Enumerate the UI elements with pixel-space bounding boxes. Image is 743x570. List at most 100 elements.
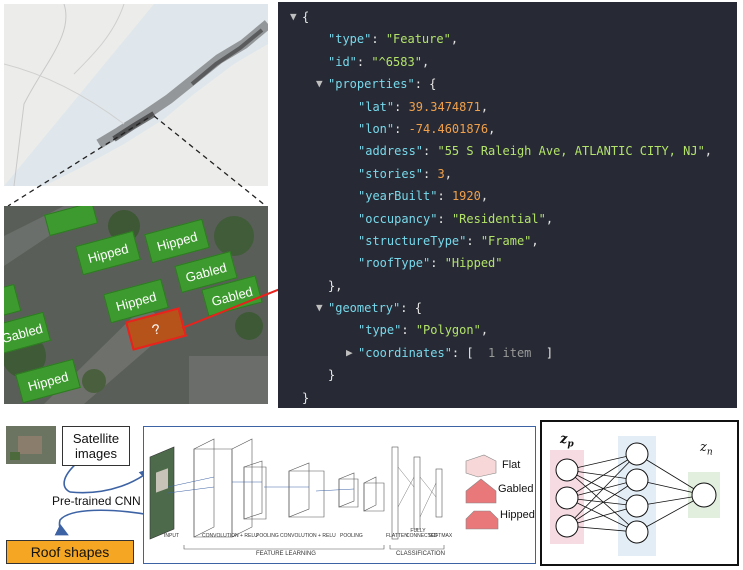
json-token: 1 item	[488, 345, 532, 360]
json-token: "occupancy"	[358, 211, 438, 226]
satellite-images-box: Satellite images	[62, 426, 130, 466]
json-line[interactable]: ▼ "properties": {	[278, 73, 737, 95]
json-token: : {	[414, 77, 437, 92]
json-token: "address"	[358, 144, 424, 159]
json-line: "stories": 3,	[278, 163, 737, 185]
map-graphic	[4, 4, 268, 186]
json-token: "Polygon"	[415, 323, 481, 338]
json-viewer: ▼{"type": "Feature","id": "^6583",▼"prop…	[278, 2, 737, 408]
json-token: {	[302, 10, 310, 24]
mlp-diagram: zp zn	[540, 420, 739, 566]
json-line[interactable]: ▶"coordinates": [ 1 item ]	[278, 342, 737, 364]
json-line: "yearBuilt": 1920,	[278, 185, 737, 207]
caption-input: INPUT	[164, 533, 179, 539]
json-token: },	[328, 278, 343, 293]
json-line: "address": "55 S Raleigh Ave, ATLANTIC C…	[278, 140, 737, 162]
caption-conv2: CONVOLUTION + RELU	[280, 533, 336, 539]
json-token: ,	[545, 211, 554, 226]
json-line: },	[278, 275, 737, 297]
json-token: }	[328, 368, 336, 383]
satellite-view: Hipped Hipped Gabled Hipped Gabled Gable…	[4, 206, 268, 404]
json-token: ]	[531, 345, 554, 360]
collapse-triangle-icon[interactable]: ▼	[316, 301, 323, 315]
caption-conv1: CONVOLUTION + RELU	[202, 533, 258, 539]
class-gabled: Gabled	[498, 483, 534, 495]
json-token: "roofType"	[358, 256, 431, 271]
collapse-triangle-icon[interactable]: ▼	[316, 77, 323, 91]
json-line: }	[278, 364, 737, 386]
json-line: }	[278, 387, 737, 409]
input-latent-label: zp	[560, 432, 574, 450]
collapse-triangle-icon[interactable]: ▼	[290, 10, 297, 23]
json-token: ,	[531, 233, 539, 248]
json-line: "lat": 39.3474871,	[278, 96, 737, 118]
json-token: "type"	[358, 323, 402, 338]
json-token: :	[356, 54, 372, 69]
json-token: "Hipped"	[444, 256, 503, 271]
json-token: :	[437, 189, 452, 204]
json-token: "type"	[328, 32, 372, 47]
json-token: ,	[421, 54, 430, 69]
json-line: "roofType": "Hipped"	[278, 252, 737, 274]
json-token: 3	[437, 166, 445, 181]
json-token: "Residential"	[451, 211, 546, 226]
json-token: "Feature"	[385, 32, 451, 47]
json-token: :	[423, 166, 438, 181]
json-token: "^6583"	[371, 54, 422, 69]
json-token: "geometry"	[328, 301, 401, 316]
json-line: "id": "^6583",	[278, 51, 737, 73]
json-token: "stories"	[358, 166, 424, 181]
json-token: :	[371, 32, 386, 47]
json-token: "structureType"	[358, 233, 467, 248]
expand-triangle-icon[interactable]: ▶	[346, 345, 353, 359]
roof-shapes-box: Roof shapes	[6, 540, 134, 564]
json-token: ,	[480, 323, 489, 338]
mlp-graphic	[550, 436, 720, 556]
input-latent-sub: p	[567, 439, 574, 450]
json-token: :	[394, 99, 409, 114]
output-latent-label: zn	[700, 440, 713, 458]
json-line: "lon": -74.4601876,	[278, 118, 737, 140]
caption-flatten: FLATTEN	[386, 533, 408, 539]
json-token: ,	[480, 99, 489, 114]
json-token: ,	[450, 32, 459, 47]
json-token: "id"	[328, 54, 357, 69]
json-token: ,	[704, 144, 713, 159]
json-token: :	[394, 121, 409, 136]
json-token: "Frame"	[480, 233, 532, 248]
json-line[interactable]: ▼{	[278, 6, 737, 28]
json-token: "55 S Raleigh Ave, ATLANTIC CITY, NJ"	[437, 144, 705, 159]
caption-feature: FEATURE LEARNING	[256, 551, 316, 557]
caption-fc: FULLY CONNECTED	[406, 528, 438, 539]
json-token: "lat"	[358, 99, 395, 114]
json-token: : {	[400, 301, 422, 316]
json-token: "yearBuilt"	[358, 189, 438, 204]
json-token: :	[430, 256, 445, 271]
json-token: :	[423, 144, 438, 159]
json-token: :	[401, 323, 416, 338]
json-line: "occupancy": "Residential",	[278, 208, 737, 230]
input-latent-symbol: z	[560, 432, 568, 447]
output-latent-sub: n	[706, 447, 713, 458]
cnn-graphic	[149, 438, 499, 550]
json-line: "structureType": "Frame",	[278, 230, 737, 252]
json-token: :	[466, 233, 481, 248]
overview-map	[4, 4, 268, 186]
json-token: 39.3474871	[408, 99, 481, 114]
json-token: :	[437, 211, 452, 226]
json-token: 1920	[451, 189, 481, 204]
cnn-diagram: INPUT CONVOLUTION + RELU POOLING CONVOLU…	[143, 426, 536, 564]
output-latent-symbol: z	[700, 440, 707, 455]
json-token: ,	[488, 121, 496, 136]
json-line: "type": "Polygon",	[278, 319, 737, 341]
json-token: ,	[444, 166, 452, 181]
json-token: -74.4601876	[408, 121, 489, 136]
json-line: "type": "Feature",	[278, 28, 737, 50]
class-flat: Flat	[502, 459, 521, 471]
json-line[interactable]: ▼ "geometry": {	[278, 297, 737, 319]
house-thumbnail	[6, 426, 56, 464]
class-hipped: Hipped	[500, 509, 535, 521]
json-token: "properties"	[328, 77, 415, 92]
json-token: ,	[480, 189, 489, 204]
